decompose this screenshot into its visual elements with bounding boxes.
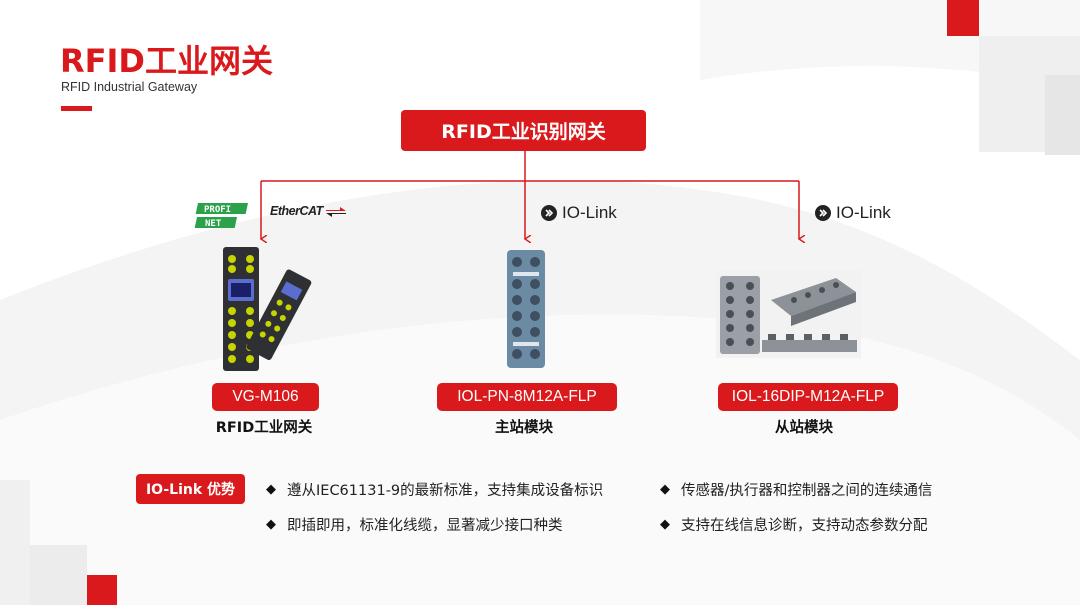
io-link-text-main: IO-Link <box>562 203 617 222</box>
corner-gray-block-bottom <box>0 480 30 605</box>
root-node: RFID工业识别网关 <box>401 110 646 151</box>
profinet-text-2: NET <box>205 219 222 229</box>
bullet-diamond-icon: ◆ <box>660 517 670 532</box>
profinet-logo-icon: PROFI NET <box>194 203 252 233</box>
io-link-logo-icon: IO-Link <box>541 203 617 223</box>
io-link-logo-icon: IO-Link <box>815 203 891 223</box>
corner-gray-block-right <box>1045 75 1080 155</box>
advantage-text: 支持在线信息诊断，支持动态参数分配 <box>681 518 928 534</box>
bullet-diamond-icon: ◆ <box>266 482 276 497</box>
page-title: RFID工业网关 <box>60 42 273 80</box>
page-subtitle: RFID Industrial Gateway <box>61 80 198 94</box>
corner-gray-block-bottom-inner <box>30 545 87 605</box>
advantages-badge: IO-Link 优势 <box>136 474 245 504</box>
model-label-master: IOL-PN-8M12A-FLP <box>437 383 617 411</box>
advantage-item: ◆ 支持在线信息诊断，支持动态参数分配 <box>660 514 928 535</box>
profinet-text-1: PROFI <box>204 205 231 215</box>
master-module-image <box>507 250 545 368</box>
corner-red-block-bottom <box>87 575 117 605</box>
advantage-text: 即插即用，标准化线缆，显著减少接口种类 <box>287 518 563 534</box>
advantage-text: 传感器/执行器和控制器之间的连续通信 <box>681 483 933 499</box>
caption-master: 主站模块 <box>495 420 553 436</box>
caption-gateway: RFID工业网关 <box>215 420 313 436</box>
title-underline <box>61 106 92 111</box>
advantage-item: ◆ 即插即用，标准化线缆，显著减少接口种类 <box>266 514 563 535</box>
model-label-slave: IOL-16DIP-M12A-FLP <box>718 383 898 411</box>
advantage-text: 遵从IEC61131-9的最新标准，支持集成设备标识 <box>287 483 604 499</box>
gateway-device-image <box>223 247 312 371</box>
model-label-gateway: VG-M106 <box>212 383 319 411</box>
bullet-diamond-icon: ◆ <box>660 482 670 497</box>
io-link-text-slave: IO-Link <box>836 203 891 222</box>
ethercat-logo-icon: EtherCAT <box>270 204 347 218</box>
caption-slave: 从站模块 <box>775 420 833 436</box>
bullet-diamond-icon: ◆ <box>266 517 276 532</box>
corner-red-block-top <box>947 0 979 36</box>
advantage-item: ◆ 传感器/执行器和控制器之间的连续通信 <box>660 479 932 500</box>
ethercat-text: EtherCAT <box>270 204 323 218</box>
advantage-item: ◆ 遵从IEC61131-9的最新标准，支持集成设备标识 <box>266 479 603 500</box>
slave-module-image <box>716 270 861 358</box>
